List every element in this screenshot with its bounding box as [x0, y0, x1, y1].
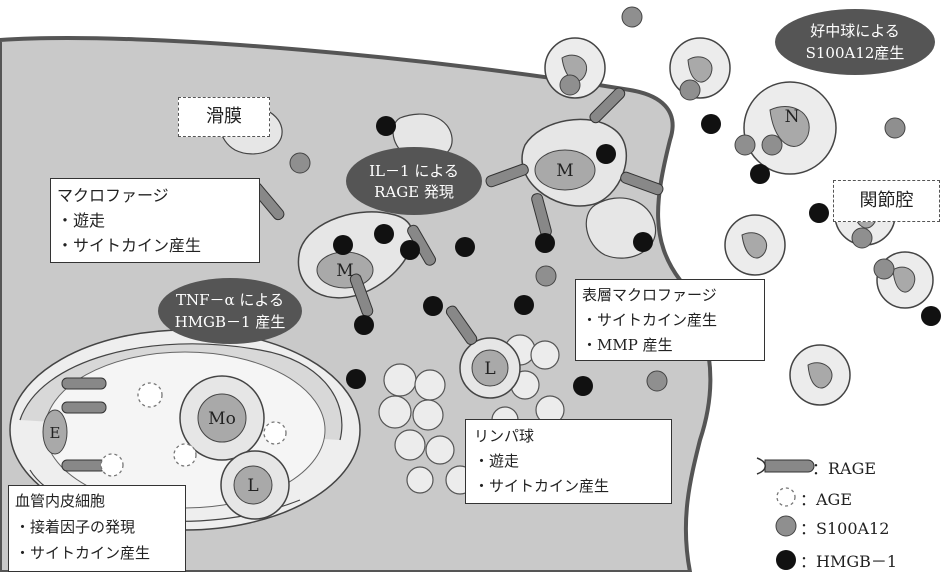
lymphocyte-L-cell — [459, 337, 521, 399]
lymphocyte-box-item-2: ・サイトカイン産生 — [474, 477, 610, 495]
neutrophil-label: N — [785, 107, 800, 127]
endothelial-box-item-1: ・接着因子の発現 — [15, 518, 136, 536]
il1-note-line1: IL－1 による — [369, 162, 459, 180]
synovium-label: 滑膜 — [178, 97, 270, 137]
age-legend-icon — [776, 487, 796, 507]
surface-macrophage-box-item-2: ・MMP 産生 — [582, 336, 673, 354]
neutrophil-note-line1: 好中球による — [810, 22, 900, 40]
neutrophil-nuclei — [561, 54, 916, 389]
surface-macrophage-info-box: 表層マクロファージ ・サイトカイン産生 ・MMP 産生 — [575, 279, 765, 361]
s100a12-dots — [289, 6, 906, 392]
joint-cavity-label: 関節腔 — [833, 180, 940, 222]
legend-icons — [756, 457, 815, 570]
macrophage-box-item-1: ・遊走 — [57, 211, 106, 230]
macrophage-label-right: M — [556, 161, 573, 181]
age-particles — [100, 382, 287, 477]
lymphocyte-box-item-1: ・遊走 — [474, 452, 520, 470]
tnf-note-bubble: TNF－α による HMGB－1 産生 — [158, 278, 302, 344]
vessel-lymphocyte-label: L — [247, 476, 258, 496]
lymphocyte-L-vessel-cell — [220, 450, 290, 520]
s100a12-legend-icon — [775, 515, 797, 537]
macrophage-box-title: マクロファージ — [57, 186, 169, 205]
il1-note-line2: RAGE 発現 — [374, 183, 454, 201]
endothelial-E-cell — [42, 409, 68, 455]
lymphocyte-label: L — [484, 359, 495, 379]
endothelial-label: E — [50, 424, 61, 442]
endothelial-info-box: 血管内皮細胞 ・接着因子の発現 ・サイトカイン産生 — [8, 485, 186, 572]
tnf-note-line1: TNF－α による — [176, 291, 284, 309]
endothelial-box-item-2: ・サイトカイン産生 — [15, 544, 151, 562]
macrophage-label-left: M — [336, 261, 353, 281]
surface-macrophage-box-title: 表層マクロファージ — [582, 286, 717, 304]
lymphocyte-info-box: リンパ球 ・遊走 ・サイトカイン産生 — [465, 419, 672, 504]
macrophage-box-item-2: ・サイトカイン産生 — [57, 236, 202, 255]
legend-label-s100a12: ：S100A12 — [800, 519, 890, 538]
il1-note-bubble: IL－1 による RAGE 発現 — [346, 147, 482, 215]
monocyte-label: Mo — [208, 409, 236, 429]
rage-legend-icon — [764, 459, 815, 473]
neutrophil-note-bubble: 好中球による S100A12産生 — [775, 9, 935, 75]
monocyte-Mo-cell — [179, 375, 265, 461]
endothelial-box-title: 血管内皮細胞 — [15, 492, 106, 510]
macrophage-info-box: マクロファージ ・遊走 ・サイトカイン産生 — [50, 178, 260, 263]
surface-macrophage-box-item-1: ・サイトカイン産生 — [582, 311, 718, 329]
legend-label-rage: ：RAGE — [812, 459, 877, 478]
macrophage-cell-right — [521, 118, 627, 207]
hmgb1-legend-icon — [776, 550, 796, 570]
tnf-note-line2: HMGB－1 産生 — [175, 313, 286, 331]
lymphocyte-box-title: リンパ球 — [474, 427, 535, 445]
legend-label-age: ：AGE — [800, 490, 853, 509]
legend-label-hmgb1: ：HMGB－1 — [800, 552, 898, 571]
neutrophil-note-line2: S100A12産生 — [806, 44, 905, 62]
